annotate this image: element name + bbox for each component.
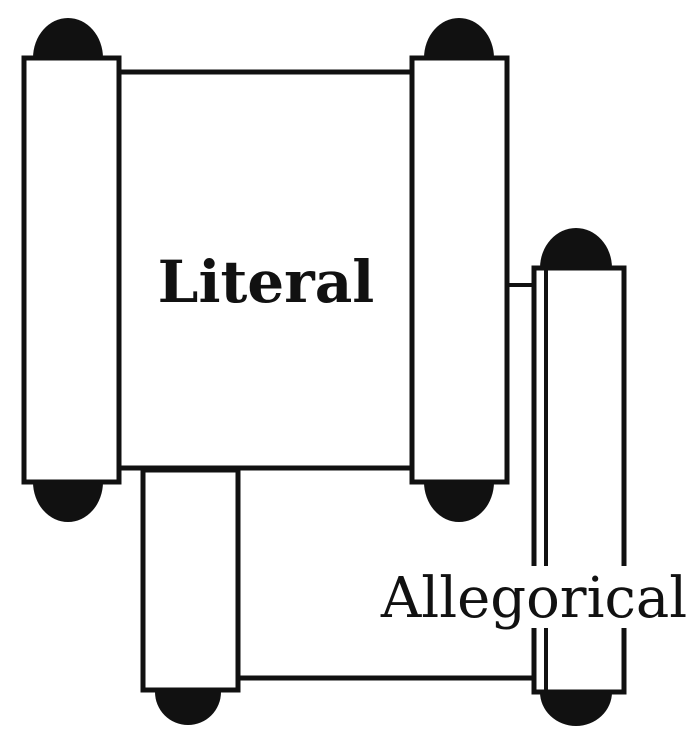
literal-left-rod <box>21 55 122 485</box>
lower-scroll-left-knob <box>155 692 221 725</box>
lower-scroll-left-rod <box>140 467 241 693</box>
literal-scroll <box>21 18 510 522</box>
allegorical-top-knob <box>540 228 612 268</box>
literal-right-rod <box>409 55 510 485</box>
lower-scroll <box>140 467 535 725</box>
allegorical-bottom-knob <box>540 692 612 726</box>
literal-label: Literal <box>158 248 375 316</box>
literal-left-top-knob <box>33 18 103 58</box>
allegorical-label-backing <box>382 566 682 628</box>
literal-right-top-knob <box>424 18 494 58</box>
literal-right-bottom-knob <box>424 482 494 522</box>
allegorical-label: Allegorical <box>380 566 686 631</box>
literal-sheet <box>112 69 418 471</box>
allegorical-scroll <box>505 228 627 726</box>
literal-left-bottom-knob <box>33 482 103 522</box>
